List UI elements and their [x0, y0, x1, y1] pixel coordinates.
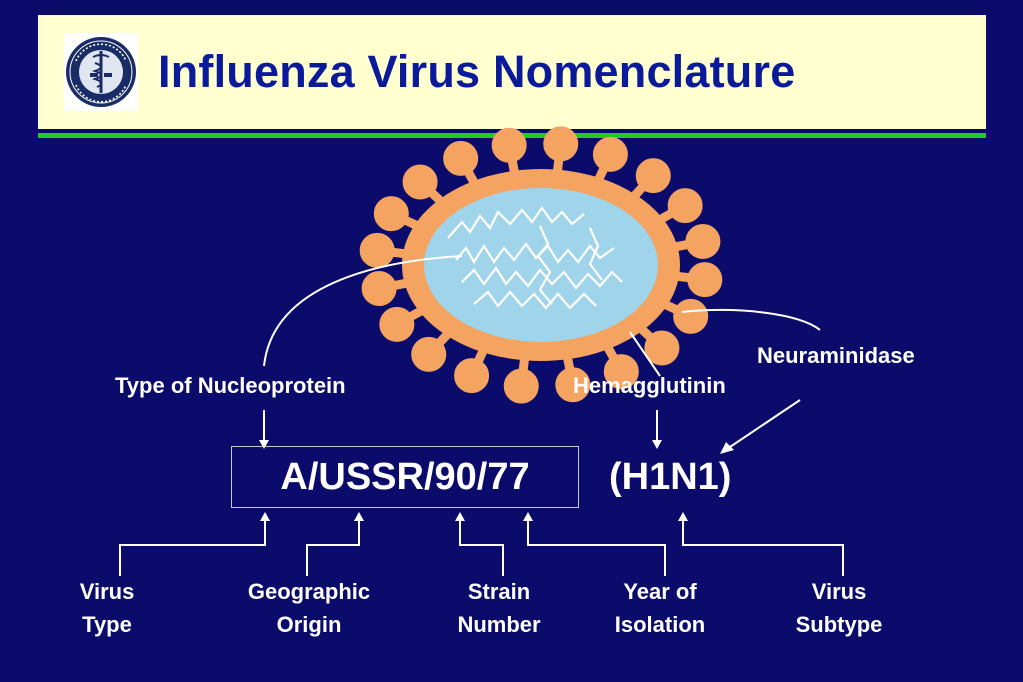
year-isolation-arrowhead	[523, 512, 533, 521]
hemagglutinin-pointer	[629, 331, 661, 377]
title-panel	[38, 15, 986, 129]
neuraminidase-arrowhead	[720, 442, 734, 454]
virus-spike-tip	[491, 127, 527, 163]
virus-spike-tip	[667, 188, 703, 224]
strain-number-bracket	[459, 520, 504, 576]
virus-type-label: Virus Type	[79, 579, 135, 637]
geographic-origin-label: Geographic Origin	[247, 579, 371, 637]
virus-spike-tip	[685, 223, 721, 259]
geographic-origin-arrowhead	[354, 512, 364, 521]
virus-spike-tip	[503, 368, 539, 404]
virus-spike-tip	[379, 306, 415, 342]
virus-spike-tip	[402, 164, 438, 200]
virus-spike-tip	[443, 140, 479, 176]
virus-spike-tip	[454, 358, 490, 394]
virus-spike-tip	[411, 336, 447, 372]
virus-spike-tip	[543, 126, 579, 162]
virus-spike-tip	[673, 298, 709, 334]
virus-particle-icon	[359, 126, 723, 404]
virus-subtype-label: Virus Subtype	[795, 579, 883, 637]
subtype-code: (H1N1)	[609, 456, 732, 498]
virus-spike-tip	[687, 262, 723, 298]
virus-spike-tip	[635, 158, 671, 194]
nucleoprotein-arrowhead	[259, 440, 269, 449]
hemagglutinin-label: Hemagglutinin	[573, 373, 726, 398]
year-of-isolation-label: Year of Isolation	[614, 579, 706, 637]
virus-spike-tip	[603, 354, 639, 390]
year-isolation-bracket	[527, 520, 666, 576]
virus-spike-tip	[592, 136, 628, 172]
strain-number-label: Strain Number	[457, 579, 541, 637]
virus-spike-tip	[359, 232, 395, 268]
college-seal-icon	[64, 33, 138, 111]
virus-spike-tip	[644, 330, 680, 366]
strain-number-arrowhead	[455, 512, 465, 521]
geographic-origin-bracket	[306, 520, 360, 576]
nucleoprotein-label: Type of Nucleoprotein	[115, 373, 346, 398]
hemagglutinin-arrowhead	[652, 440, 662, 449]
strain-code-box: A/USSR/90/77	[231, 446, 579, 508]
virus-spike-tip	[361, 271, 397, 307]
virus-type-arrowhead	[260, 512, 270, 521]
neuraminidase-arrow	[726, 399, 801, 450]
strain-code: A/USSR/90/77	[280, 455, 530, 498]
virus-spike-tip	[555, 367, 591, 403]
virus-subtype-arrowhead	[678, 512, 688, 521]
nucleoprotein-pointer	[263, 255, 463, 367]
virus-spike-tip	[373, 196, 409, 232]
slide-title: Influenza Virus Nomenclature	[158, 46, 796, 97]
virus-type-bracket	[119, 520, 266, 576]
virus-subtype-bracket	[682, 520, 844, 576]
neuraminidase-pointer	[681, 309, 821, 331]
neuraminidase-label: Neuraminidase	[757, 343, 915, 368]
